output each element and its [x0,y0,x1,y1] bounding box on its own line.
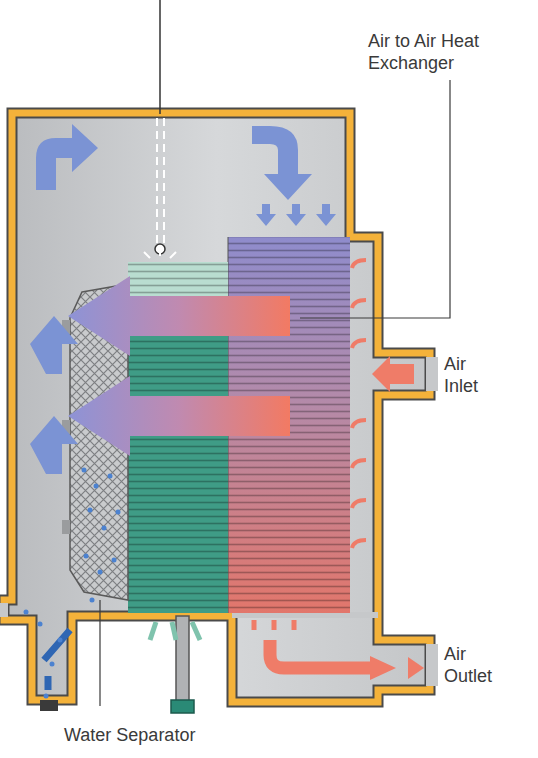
water-drops [116,510,121,515]
water-drops [24,610,29,615]
part-label: Water Separator [64,724,284,746]
airflow-arrow [68,276,290,356]
airflow-arrow [370,656,396,680]
airflow-arrow [316,204,336,226]
water-drops [84,554,89,559]
water-drops [102,526,107,531]
drain-pipe [40,616,194,713]
water-drops [108,474,113,479]
airflow-arrow [352,260,366,548]
housing [4,113,430,702]
housing [426,644,438,686]
water-drops [24,468,121,699]
part-label: Air Inlet [444,353,504,397]
water-drops [98,570,103,575]
water-drops [44,694,49,699]
leader-line [99,600,100,706]
airflow-arrow [36,124,98,190]
leader-line [300,80,450,318]
leader-line [100,80,450,706]
refrigerant-line [144,252,176,258]
housing [426,357,438,391]
airflow-arrow [408,657,424,679]
drain-pipe [40,700,58,711]
airflow-arrow [68,376,290,456]
water-separator [62,520,70,534]
water-drops [90,598,95,603]
water-drops [94,484,99,489]
water-drops [82,468,87,473]
part-label: Air to Air Heat Exchanger [368,30,528,74]
airflow-arrow [270,640,370,668]
refrigerant-line [159,0,161,114]
refrigerant-line [163,118,165,244]
airflow-arrow [30,316,78,374]
water-drops [50,662,55,667]
airflow-arrow [150,622,200,640]
housing [0,603,8,617]
housing [0,113,438,702]
part-label: Air Outlet [444,643,514,687]
water-drops [38,622,43,627]
airflow-arrow [256,204,276,226]
water-drops [112,558,117,563]
water-drops [58,638,63,643]
refrigerant-line [156,118,158,244]
housing [4,113,430,702]
airflow-arrow [44,630,70,690]
airflow-arrow [254,620,294,630]
drain-pipe [171,700,194,713]
airflow-arrow [286,204,306,226]
drain-pipe [176,616,189,702]
refrigerant-line [144,0,176,258]
airflow-arrow [252,126,312,200]
airflow-arrow [30,416,78,474]
water-drops [88,508,93,513]
airflow-arrow [30,124,424,690]
airflow-arrow [372,356,414,392]
